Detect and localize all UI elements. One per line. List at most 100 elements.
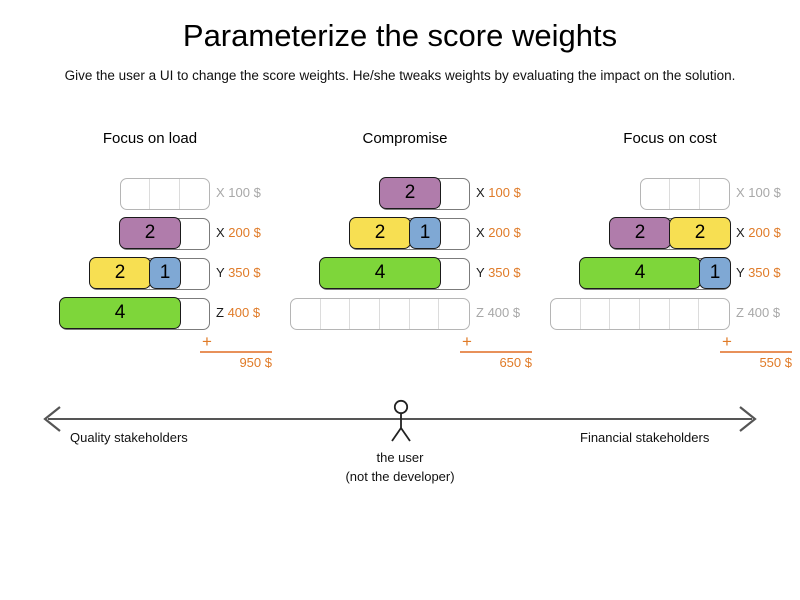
- sum-rule: [460, 351, 532, 353]
- slider-cell[interactable]: [179, 299, 209, 329]
- slider-cell[interactable]: [440, 219, 469, 249]
- sum-rule: [200, 351, 272, 353]
- slider-cell[interactable]: [150, 179, 180, 209]
- row-letter: Y: [736, 265, 749, 280]
- weight-segment-value: 2: [634, 222, 646, 243]
- column-total: +550 $: [720, 333, 792, 370]
- row-price: 350 $: [488, 265, 521, 280]
- slider-cell[interactable]: [551, 299, 581, 329]
- row-price: 400 $: [747, 305, 781, 320]
- slider-cell[interactable]: [610, 299, 641, 329]
- slider-cell[interactable]: [180, 179, 209, 209]
- column-total-value: 650 $: [499, 354, 532, 370]
- row-letter: Z: [216, 305, 228, 320]
- weight-segment-value: 2: [144, 222, 156, 243]
- column-header-1: Compromise: [362, 130, 448, 147]
- row-price: 200 $: [488, 225, 521, 240]
- slider-cell[interactable]: [121, 179, 151, 209]
- row-price: 200 $: [228, 225, 261, 240]
- slider-cell[interactable]: [670, 299, 700, 329]
- slider-cell[interactable]: [640, 299, 670, 329]
- row-letter: Z: [736, 305, 748, 320]
- weight-segment-value: 2: [374, 222, 386, 243]
- weight-segment-value: 2: [114, 262, 126, 283]
- column-total-value: 550 $: [759, 354, 792, 370]
- user-caption-line2: (not the developer): [345, 469, 455, 484]
- weight-row: 2: [119, 217, 210, 250]
- weight-row: [550, 298, 730, 330]
- slider-cell[interactable]: [700, 179, 729, 209]
- weight-row: [290, 298, 470, 330]
- weight-row: 4: [59, 297, 210, 330]
- row-label: X 200 $: [216, 225, 261, 240]
- weight-segment-green[interactable]: 4: [319, 257, 441, 289]
- row-label: X 100 $: [736, 185, 781, 200]
- row-label: X 100 $: [476, 185, 521, 200]
- weight-segment-green[interactable]: 4: [59, 297, 181, 329]
- row-letter: X: [476, 185, 489, 200]
- row-price: 400 $: [487, 305, 521, 320]
- row-price: 100 $: [748, 185, 781, 200]
- slider-cell[interactable]: [581, 299, 611, 329]
- row-label: X 200 $: [476, 225, 521, 240]
- column-header-2: Focus on cost: [623, 130, 717, 147]
- weight-slider-track[interactable]: [550, 298, 730, 330]
- slider-cell[interactable]: [641, 179, 671, 209]
- row-price: 100 $: [228, 185, 261, 200]
- weight-segment-purple[interactable]: 2: [119, 217, 181, 249]
- slider-cell[interactable]: [439, 299, 469, 329]
- row-price: 350 $: [748, 265, 781, 280]
- weight-segment-value: 2: [694, 222, 706, 243]
- weight-segment-green[interactable]: 4: [579, 257, 701, 289]
- weight-row: 2: [379, 177, 470, 210]
- weight-segment-value: 4: [114, 302, 126, 323]
- weight-slider-track[interactable]: [640, 178, 730, 210]
- user-caption-line1: the user: [376, 450, 424, 465]
- weight-segment-value: 4: [374, 262, 386, 283]
- row-label: Y 350 $: [216, 265, 261, 280]
- slider-cell[interactable]: [380, 299, 410, 329]
- weight-segment-yellow[interactable]: 2: [669, 217, 731, 249]
- weight-segment-yellow[interactable]: 2: [349, 217, 411, 249]
- weight-segment-yellow[interactable]: 2: [89, 257, 151, 289]
- slider-cell[interactable]: [350, 299, 381, 329]
- row-price: 400 $: [227, 305, 261, 320]
- weight-row: 4: [319, 257, 470, 290]
- column-header-0: Focus on load: [102, 130, 198, 147]
- row-price: 350 $: [228, 265, 261, 280]
- slider-cell[interactable]: [180, 219, 209, 249]
- weight-segment-purple[interactable]: 2: [379, 177, 441, 209]
- weight-row: [120, 178, 210, 210]
- row-price: 100 $: [488, 185, 521, 200]
- slider-cell[interactable]: [439, 259, 469, 289]
- weight-segment-blue[interactable]: 1: [149, 257, 181, 289]
- slider-cell[interactable]: [321, 299, 351, 329]
- axis-label-quality: Quality stakeholders: [70, 430, 188, 445]
- weight-segment-blue[interactable]: 1: [699, 257, 731, 289]
- slider-cell[interactable]: [670, 179, 700, 209]
- sum-rule: [720, 351, 792, 353]
- slider-cell[interactable]: [699, 299, 729, 329]
- stakeholder-axis-line: [48, 418, 752, 421]
- row-letter: X: [736, 185, 749, 200]
- weight-segment-value: 1: [159, 262, 171, 283]
- weight-segment-purple[interactable]: 2: [609, 217, 671, 249]
- row-label: Y 350 $: [476, 265, 521, 280]
- column-total-value: 950 $: [239, 354, 272, 370]
- weight-segment-value: 1: [709, 262, 721, 283]
- row-label: Z 400 $: [216, 305, 260, 320]
- slider-cell[interactable]: [410, 299, 440, 329]
- weight-slider-track[interactable]: [120, 178, 210, 210]
- weight-slider-track[interactable]: [290, 298, 470, 330]
- slider-cell[interactable]: [291, 299, 321, 329]
- axis-arrow-left-icon: [42, 405, 62, 433]
- weight-segment-blue[interactable]: 1: [409, 217, 441, 249]
- slider-cell[interactable]: [440, 179, 469, 209]
- axis-label-financial: Financial stakeholders: [580, 430, 710, 445]
- row-letter: Z: [476, 305, 488, 320]
- slider-cell[interactable]: [180, 259, 209, 289]
